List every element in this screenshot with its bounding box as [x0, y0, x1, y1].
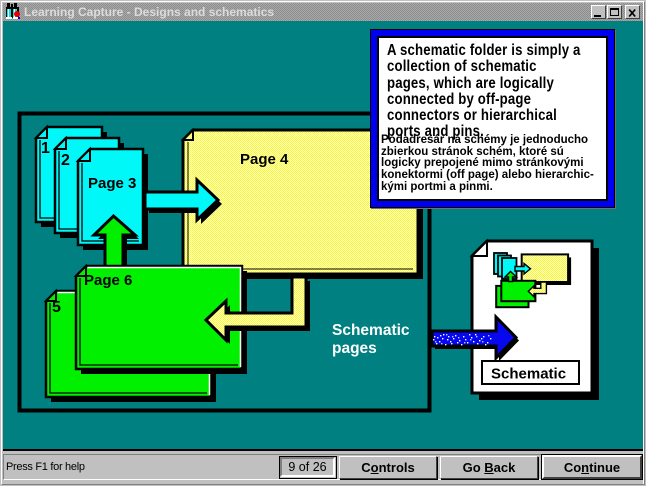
svg-text:1: 1 [41, 140, 50, 157]
svg-text:Page 4: Page 4 [240, 151, 289, 168]
svg-text:Page 6: Page 6 [84, 272, 132, 289]
svg-text:5: 5 [52, 299, 61, 316]
svg-text:2: 2 [61, 152, 70, 169]
svg-text:Schematic: Schematic [332, 322, 410, 339]
svg-text:pages: pages [332, 340, 377, 357]
svg-text:Schematic: Schematic [491, 366, 566, 383]
svg-text:Page 3: Page 3 [88, 175, 136, 192]
